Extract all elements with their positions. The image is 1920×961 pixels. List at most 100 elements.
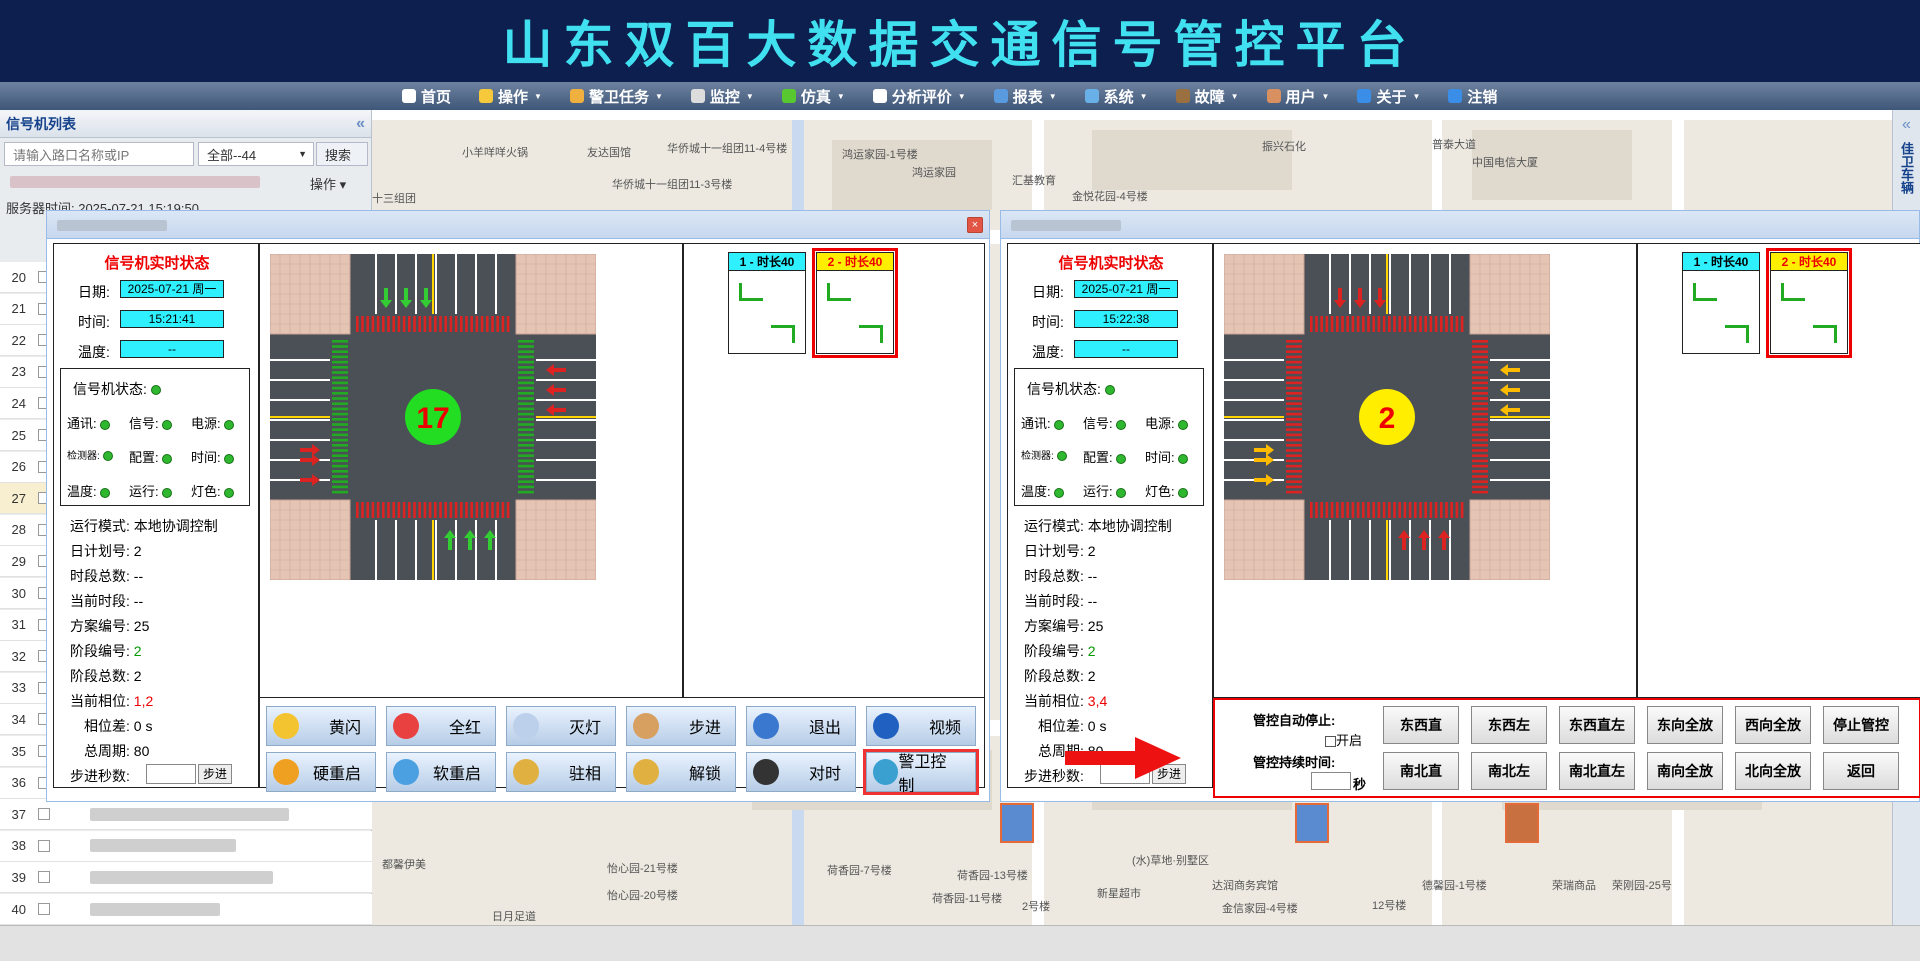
menu-item-0[interactable]: 首页 (388, 82, 465, 110)
guard-button[interactable]: 东西直左 (1559, 706, 1635, 744)
param-row: 阶段编号: 2 (1024, 643, 1096, 659)
search-button[interactable]: 搜索 (316, 142, 368, 166)
guard-button[interactable]: 西向全放 (1735, 706, 1811, 744)
blurred-cell (90, 807, 289, 821)
ctrl-button-10[interactable]: 对时 (746, 752, 856, 792)
guard-button[interactable]: 东西直 (1383, 706, 1459, 744)
ctrl-button-3[interactable]: 步进 (626, 706, 736, 746)
phase-card[interactable]: 2 - 时长40 (812, 248, 898, 358)
status-item: 温度: (67, 481, 111, 500)
enable-checkbox[interactable]: 开启 (1325, 730, 1362, 749)
ctrl-button-4[interactable]: 退出 (746, 706, 856, 746)
table-row[interactable]: 38 (0, 830, 372, 862)
ctrl-button-5[interactable]: 视频 (866, 706, 976, 746)
menu-item-7[interactable]: 系统▼ (1071, 82, 1162, 110)
button-icon (513, 759, 539, 785)
menu-item-9[interactable]: 用户▼ (1253, 82, 1344, 110)
guard-button[interactable]: 东向全放 (1647, 706, 1723, 744)
row-checkbox[interactable] (38, 871, 50, 884)
menu-item-1[interactable]: 操作▼ (465, 82, 556, 110)
step-button[interactable]: 步进 (1152, 764, 1186, 784)
guard-button[interactable]: 南北直 (1383, 752, 1459, 790)
junction-marker-icon[interactable] (1295, 803, 1329, 843)
menu-item-3[interactable]: 监控▼ (677, 82, 768, 110)
ctrl-button-9[interactable]: 解锁 (626, 752, 736, 792)
search-input[interactable]: 请输入路口名称或IP (4, 142, 194, 166)
status-item: 运行: (1083, 481, 1127, 500)
table-row[interactable]: 40 (0, 894, 372, 925)
phase-pane: 1 - 时长40 2 - 时长40 (1637, 243, 1920, 698)
map-label: 12号楼 (1372, 900, 1407, 912)
map-label: 友达国馆 (587, 147, 631, 159)
monitor-icon (1084, 89, 1099, 103)
row-checkbox[interactable] (38, 808, 50, 821)
user-icon (1266, 89, 1281, 103)
junction-marker-icon[interactable] (1505, 803, 1539, 843)
step-button[interactable]: 步进 (198, 764, 232, 784)
blurred-title (57, 220, 167, 231)
step-seconds-input[interactable] (146, 764, 196, 784)
table-row[interactable]: 39 (0, 862, 372, 894)
guard-button[interactable]: 停止管控 (1823, 706, 1899, 744)
menu-item-2[interactable]: 警卫任务▼ (556, 82, 677, 110)
ctrl-button-11[interactable]: 警卫控制 (863, 749, 979, 795)
param-row: 阶段编号: 2 (70, 643, 142, 659)
table-row[interactable]: 37 (0, 799, 372, 831)
blurred-cell (90, 870, 273, 884)
step-label: 步进秒数: (70, 768, 130, 784)
menu-item-4[interactable]: 仿真▼ (768, 82, 859, 110)
intersection-diagram: 17 (270, 254, 596, 580)
ctrl-button-0[interactable]: 黄闪 (266, 706, 376, 746)
time-label: 时间: (1032, 314, 1064, 330)
close-icon[interactable]: × (967, 217, 983, 233)
duration-input[interactable] (1311, 772, 1351, 790)
ctrl-button-2[interactable]: 灭灯 (506, 706, 616, 746)
phase-card[interactable]: 2 - 时长40 (1766, 248, 1852, 358)
menu-item-8[interactable]: 故障▼ (1162, 82, 1253, 110)
filter-select[interactable]: 全部--44▼ (198, 142, 314, 166)
phase-card[interactable]: 1 - 时长40 (1682, 252, 1760, 354)
menu-item-10[interactable]: 关于▼ (1343, 82, 1434, 110)
guard-button[interactable]: 东西左 (1471, 706, 1547, 744)
ctrl-button-1[interactable]: 全红 (386, 706, 496, 746)
button-icon (873, 759, 899, 785)
row-checkbox[interactable] (38, 903, 50, 915)
ctrl-button-6[interactable]: 硬重启 (266, 752, 376, 792)
phase-label: 2 - 时长40 (1771, 253, 1847, 271)
ctrl-button-7[interactable]: 软重启 (386, 752, 496, 792)
row-number: 34 (11, 711, 26, 727)
guard-button[interactable]: 南北直左 (1559, 752, 1635, 790)
status-led (224, 419, 235, 430)
guard-button[interactable]: 北向全放 (1735, 752, 1811, 790)
ctrl-button-8[interactable]: 驻相 (506, 752, 616, 792)
window-titlebar[interactable]: × (47, 211, 989, 239)
param-row: 方案编号: 25 (1024, 618, 1104, 634)
row-number: 38 (11, 838, 26, 854)
temp-value: -- (120, 340, 224, 358)
window-titlebar[interactable] (1001, 211, 1919, 239)
row-number: 27 (11, 490, 26, 506)
menu-item-5[interactable]: 分析评价▼ (859, 82, 980, 110)
menu-item-6[interactable]: 报表▼ (980, 82, 1071, 110)
map-label: 华侨城十一组团11-4号楼 (667, 143, 788, 155)
report-icon (993, 89, 1008, 103)
row-checkbox[interactable] (38, 839, 50, 852)
phase-card[interactable]: 1 - 时长40 (728, 252, 806, 354)
control-buttons-pane: 黄闪全红灭灯步进退出视频硬重启软重启驻相解锁对时警卫控制 (259, 698, 985, 795)
guard-button[interactable]: 返回 (1823, 752, 1899, 790)
ops-dropdown[interactable]: 操作 ▾ (310, 177, 347, 192)
status-led (1054, 487, 1065, 498)
guard-button[interactable]: 南北左 (1471, 752, 1547, 790)
junction-marker-icon[interactable] (1000, 803, 1034, 843)
collapse-icon[interactable]: « (356, 114, 365, 132)
param-row: 运行模式: 本地协调控制 (70, 518, 218, 534)
temp-value: -- (1074, 340, 1178, 358)
map-label: 怡心园-21号楼 (607, 863, 678, 875)
menu-item-11[interactable]: 注销 (1434, 82, 1511, 110)
guard-button[interactable]: 南向全放 (1647, 752, 1723, 790)
expand-icon[interactable]: « (1902, 116, 1911, 133)
map-label: 金信家园-4号楼 (1222, 903, 1298, 915)
status-item: 运行: (129, 481, 173, 500)
status-item: 时间: (1145, 447, 1189, 466)
